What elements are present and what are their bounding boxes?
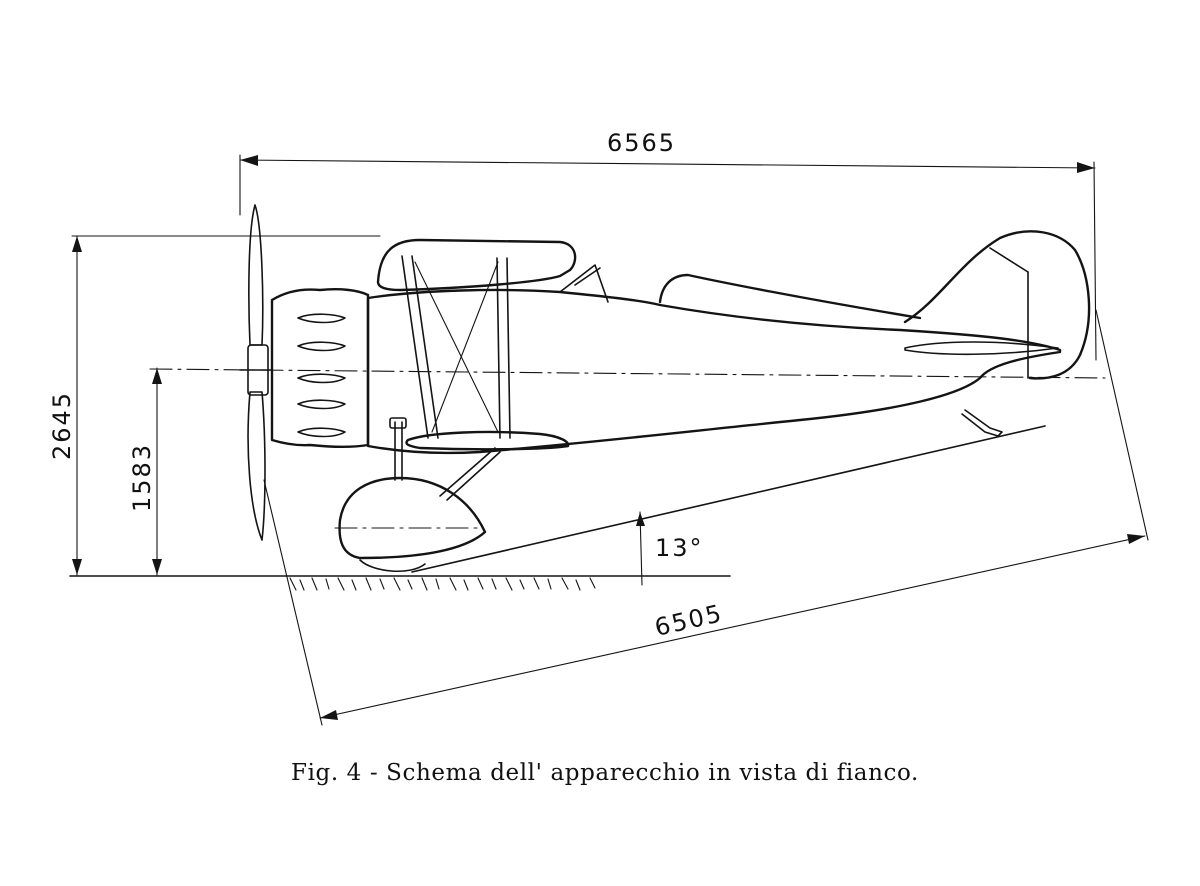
lower-wing <box>405 430 570 451</box>
figure-caption: Fig. 4 - Schema dell' apparecchio in vis… <box>291 760 919 786</box>
inclined-length-label: 6505 <box>652 599 726 642</box>
overall-length-label: 6565 <box>607 129 676 157</box>
thrust-axis <box>149 368 1106 379</box>
cockpit <box>559 264 922 320</box>
angle-label: 13° <box>655 534 704 562</box>
tail-skid <box>961 409 1003 437</box>
aircraft <box>239 204 1091 573</box>
dimension-axis-height: 1583 <box>128 367 162 576</box>
upper-wing <box>376 238 577 292</box>
tail-fin <box>903 230 1091 380</box>
dimension-inclined-length: 6505 <box>263 309 1149 726</box>
ground-line <box>69 575 731 591</box>
propeller <box>239 204 273 541</box>
wing-struts <box>401 255 511 439</box>
axis-height-label: 1583 <box>128 443 156 512</box>
horizontal-stabilizer <box>904 341 1059 356</box>
dimension-overall-height: 2645 <box>48 235 381 576</box>
overall-height-label: 2645 <box>48 391 76 460</box>
fuselage <box>366 288 1062 455</box>
engine-cowling <box>270 288 370 449</box>
landing-gear <box>334 417 501 573</box>
dimension-overall-length: 6565 <box>239 129 1097 361</box>
angle-13-degrees: 13° <box>411 425 1046 586</box>
